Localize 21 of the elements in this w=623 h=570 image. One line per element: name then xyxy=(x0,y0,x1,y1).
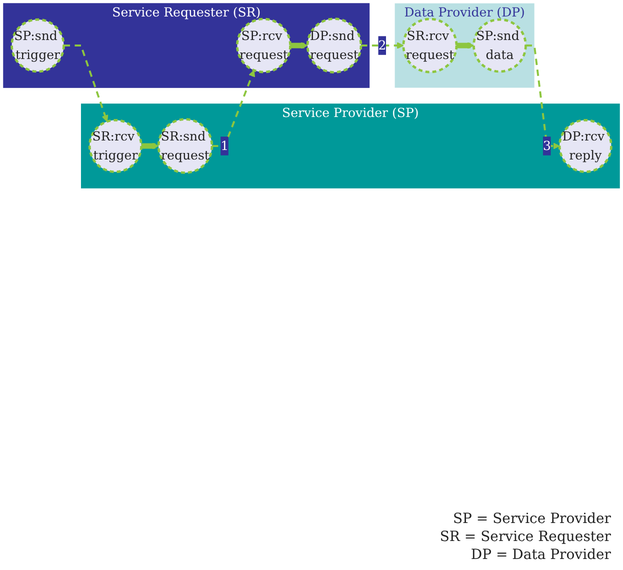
abbreviation-note: DP = Data Provider xyxy=(470,546,611,564)
node-circle: SP:snd trigger xyxy=(10,18,65,73)
arrow xyxy=(141,142,159,150)
node-circle: DP:snd request xyxy=(306,18,362,74)
arrow xyxy=(290,42,308,49)
step-number-badge: 2 xyxy=(378,36,386,55)
node-circle: SR:rcv request xyxy=(402,18,458,74)
arrow xyxy=(526,44,560,150)
arrow xyxy=(64,44,108,122)
node-circle: SP:snd data xyxy=(472,18,527,73)
abbreviation-note: SP = Service Provider xyxy=(452,510,611,528)
node-circle: SP:rcv request xyxy=(236,18,292,74)
abbreviation-note: SR = Service Requester xyxy=(440,528,611,546)
arrow xyxy=(212,70,256,147)
node-circle: SR:rcv trigger xyxy=(88,118,142,174)
arrow xyxy=(360,42,404,49)
node-circle: DP:rcv reply xyxy=(558,118,612,174)
step-number-badge: 3 xyxy=(542,136,551,156)
arrow xyxy=(456,42,474,49)
step-number-badge: 1 xyxy=(220,136,229,156)
node-circle: SR:snd request xyxy=(157,118,214,174)
